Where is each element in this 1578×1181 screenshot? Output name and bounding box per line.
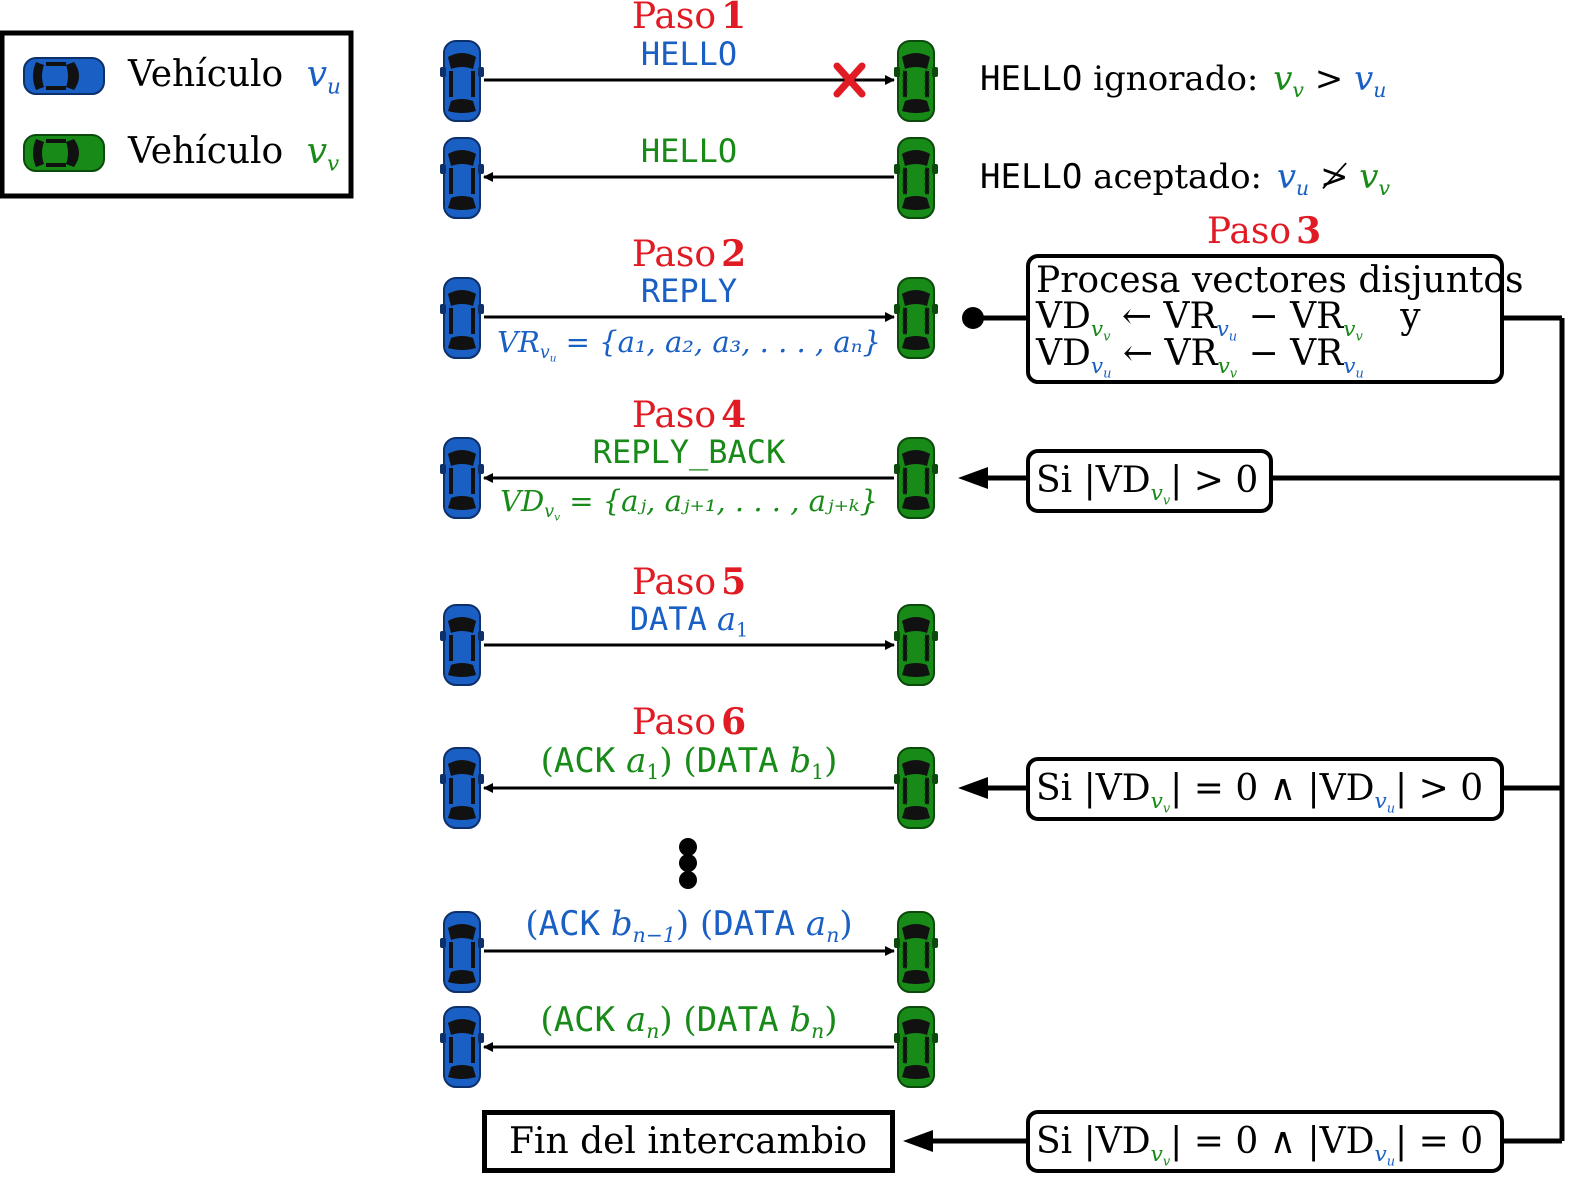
reject-cross-icon: [833, 62, 866, 98]
note-hello-ignored: HELLO ignorado: vv > vu: [980, 59, 1387, 103]
step2-title: Paso 2: [631, 233, 747, 275]
vector-vd: VDvv = {aⱼ, aⱼ₊₁, . . . , aⱼ₊ₖ}: [500, 484, 878, 524]
car-u-row7-icon: [440, 911, 484, 993]
process-line-1: VDvv ← VRvu − VRvv y: [1036, 296, 1421, 345]
car-v-row8-icon: [894, 1006, 938, 1088]
car-u-row1-icon: [440, 40, 484, 122]
process-line-2: VDvu ← VRvv − VRvu: [1036, 333, 1364, 382]
msg-ack-an-data-bn: (ACK an) (DATA bn): [540, 1000, 838, 1044]
car-u-row4-icon: [440, 437, 484, 519]
car-u-row5-icon: [440, 604, 484, 686]
car-v-row1-icon: [894, 40, 938, 122]
condition-2: Si |VDvv| = 0 ∧ |VDvu| > 0: [1036, 768, 1484, 817]
step5-title: Paso 5: [631, 561, 747, 603]
car-u-row3-icon: [440, 277, 484, 359]
msg-ack-bn1-data-an: (ACK bn−1) (DATA an): [525, 904, 853, 948]
condition-box-1: [1026, 449, 1273, 513]
vector-vr: VRvu = {a₁, a₂, a₃, . . . , aₙ}: [497, 325, 881, 365]
car-u-row6-icon: [440, 747, 484, 829]
car-v-row3-icon: [894, 277, 938, 359]
note-hello-accepted: HELLO aceptado: vu ≯ vv: [980, 157, 1391, 201]
process-box-title: Procesa vectores disjuntos: [1036, 260, 1524, 301]
msg-data-a1: DATA a1: [629, 600, 749, 642]
legend-car-green-icon: [23, 134, 105, 172]
car-v-row6-icon: [894, 747, 938, 829]
car-v-row5-icon: [894, 604, 938, 686]
condition-1: Si |VDvv| > 0: [1036, 460, 1259, 509]
legend-label-u: Vehículo vu: [128, 54, 341, 100]
msg-ack-a1-data-b1: (ACK a1) (DATA b1): [540, 741, 838, 785]
step6-title: Paso 6: [631, 701, 747, 743]
end-box: [482, 1110, 895, 1173]
msg-hello-u: HELLO: [640, 35, 738, 73]
msg-hello-v: HELLO: [640, 132, 738, 170]
condition-box-3: [1026, 1110, 1504, 1173]
message-arrows: [483, 75, 895, 1052]
car-v-row2-icon: [894, 137, 938, 219]
control-flow: [930, 307, 1565, 1144]
msg-reply-back: REPLY_BACK: [592, 433, 786, 471]
car-u-row2-icon: [440, 137, 484, 219]
condition-3: Si |VDvv| = 0 ∧ |VDvu| = 0: [1036, 1121, 1484, 1170]
step1-title: Paso 1: [631, 0, 747, 37]
step4-title: Paso 4: [631, 394, 747, 436]
legend-label-v: Vehículo vv: [128, 131, 340, 177]
car-v-row4-icon: [894, 437, 938, 519]
car-v-row7-icon: [894, 911, 938, 993]
end-box-label: Fin del intercambio: [508, 1121, 868, 1162]
vertical-ellipsis-icon: [679, 838, 697, 889]
condition-box-2: [1026, 757, 1504, 821]
msg-reply: REPLY: [640, 272, 738, 310]
legend-car-blue-icon: [23, 57, 105, 95]
process-box: [1026, 254, 1504, 384]
car-u-row8-icon: [440, 1006, 484, 1088]
control-flow-arrowheads: [903, 467, 988, 1152]
step3-title: Paso 3: [1206, 210, 1322, 252]
